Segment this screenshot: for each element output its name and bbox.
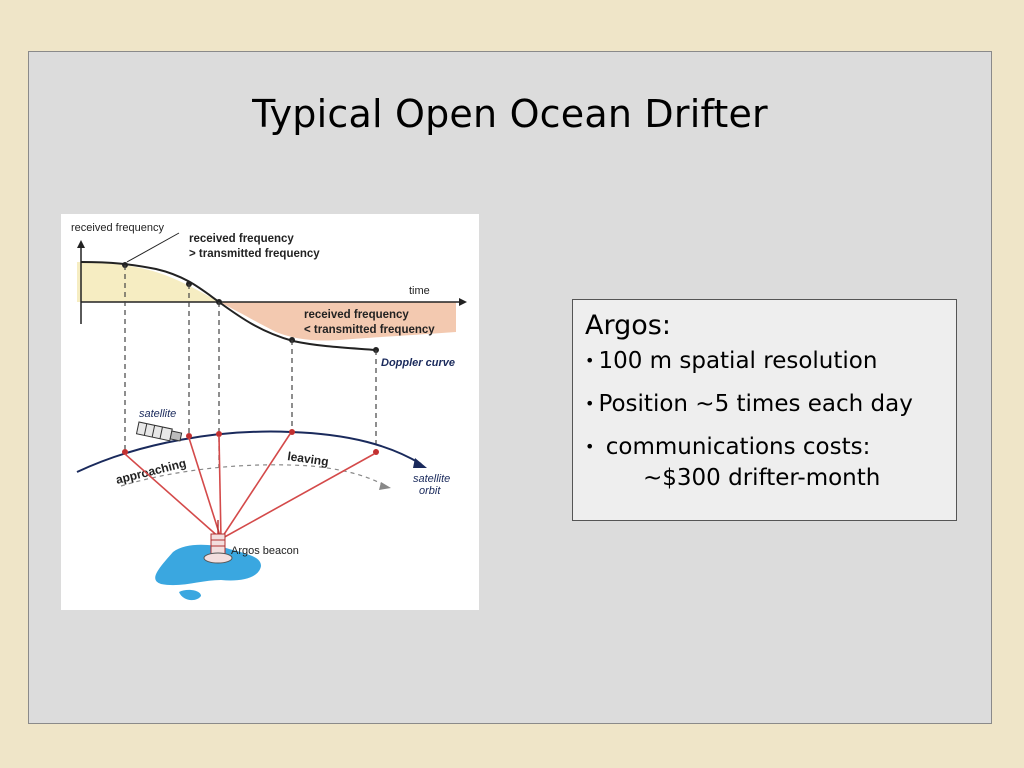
- above-label-line2: > transmitted frequency: [189, 248, 320, 260]
- time-axis-arrow: [459, 298, 467, 306]
- argos-heading: Argos:: [585, 310, 671, 341]
- orbit-arrow: [413, 458, 427, 468]
- signal-rays: [124, 433, 375, 540]
- bullet-dot: •: [585, 394, 595, 413]
- bullet-dot: •: [585, 351, 595, 370]
- label-pointer: [126, 232, 180, 263]
- argos-beacon-label: Argos beacon: [231, 545, 299, 557]
- doppler-diagram-svg: received frequency received frequency > …: [71, 222, 467, 601]
- orbit-point-3: [216, 431, 222, 437]
- slide: Typical Open Ocean Drifter: [28, 51, 992, 724]
- below-label-line2: < transmitted frequency: [304, 324, 435, 336]
- bullet-item: •Position ~5 times each day: [585, 389, 956, 419]
- y-axis-label: received frequency: [71, 222, 164, 234]
- leaving-label: leaving: [287, 449, 330, 469]
- slide-title: Typical Open Ocean Drifter: [252, 92, 768, 136]
- water: [155, 544, 261, 586]
- doppler-curve-label: Doppler curve: [381, 357, 455, 369]
- bullet-item: •100 m spatial resolution: [585, 346, 956, 376]
- orbit-label-line2: orbit: [419, 485, 441, 497]
- orbit-inner-arrow: [379, 482, 391, 490]
- approaching-label: approaching: [114, 456, 187, 487]
- doppler-diagram: received frequency received frequency > …: [61, 214, 479, 610]
- bullet-item: • communications costs:: [585, 432, 956, 462]
- bullet-dot: •: [585, 437, 595, 456]
- above-region: [77, 262, 219, 302]
- y-axis-arrow: [77, 240, 85, 248]
- bullet-text: Position ~5 times each day: [598, 391, 913, 417]
- bullet-text: communications costs:: [605, 434, 871, 460]
- satellite-icon: [135, 421, 183, 442]
- satellite-orbit: [76, 430, 422, 473]
- orbit-label-line1: satellite: [413, 473, 450, 485]
- below-label-line1: received frequency: [304, 309, 409, 321]
- above-label-line1: received frequency: [189, 233, 294, 245]
- argos-beacon-icon: [203, 520, 233, 564]
- bullet-text: 100 m spatial resolution: [598, 348, 878, 374]
- below-region: [219, 302, 456, 341]
- argos-info-box: Argos: •100 m spatial resolution •Positi…: [572, 299, 957, 521]
- orbit-point-4: [289, 429, 295, 435]
- water-small: [179, 589, 201, 601]
- orbit-point-1: [122, 449, 128, 455]
- orbit-point-5: [373, 449, 379, 455]
- bullet-continuation: ~$300 drifter-month: [643, 465, 881, 491]
- orbit-point-2: [186, 433, 192, 439]
- time-label: time: [409, 285, 430, 297]
- satellite-label: satellite: [139, 408, 176, 420]
